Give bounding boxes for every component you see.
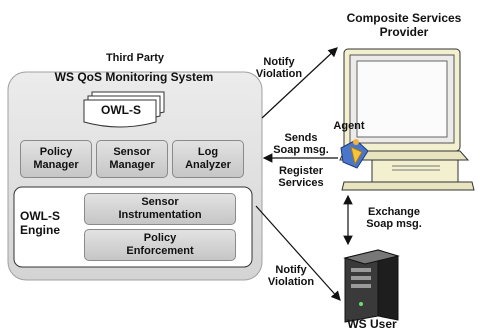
- provider-title: Composite Services Provider: [346, 11, 462, 39]
- policy-enforcement-label: Policy Enforcement: [126, 232, 194, 257]
- policy-manager-label: Policy Manager: [33, 146, 79, 171]
- log-analyzer-label: Log Analyzer: [185, 146, 231, 171]
- sends-soap-label: Sends Soap msg.: [273, 132, 329, 156]
- sensor-instrumentation-label: Sensor Instrumentation: [118, 196, 202, 221]
- sensor-instrumentation-box: Sensor Instrumentation: [84, 193, 236, 225]
- exchange-soap-label: Exchange Soap msg.: [366, 206, 422, 230]
- monitoring-system-title: WS QoS Monitoring System: [54, 70, 214, 84]
- agent-label: Agent: [333, 120, 365, 132]
- server-icon: [343, 249, 400, 323]
- register-services-label: Register Services: [278, 165, 324, 189]
- owls-document-icon: [83, 91, 165, 128]
- arrow-notify-bottom: [255, 205, 341, 301]
- policy-enforcement-box: Policy Enforcement: [84, 229, 236, 261]
- notify-violation-bottom-label: Notify Violation: [267, 264, 315, 288]
- policy-manager-box: Policy Manager: [20, 140, 92, 178]
- owls-doc-label: OWL-S: [101, 103, 141, 117]
- sensor-manager-box: Sensor Manager: [96, 140, 168, 178]
- third-party-title: Third Party: [105, 52, 165, 64]
- arrow-notify-top: [261, 47, 338, 119]
- agent-icon: [340, 139, 369, 169]
- notify-violation-top-label: Notify Violation: [255, 56, 303, 80]
- ws-user-label: WS User: [347, 317, 397, 331]
- provider-computer-icon: [339, 48, 475, 191]
- sensor-manager-label: Sensor Manager: [109, 146, 155, 171]
- log-analyzer-box: Log Analyzer: [172, 140, 244, 178]
- owls-engine-label: OWL-S Engine: [20, 209, 61, 237]
